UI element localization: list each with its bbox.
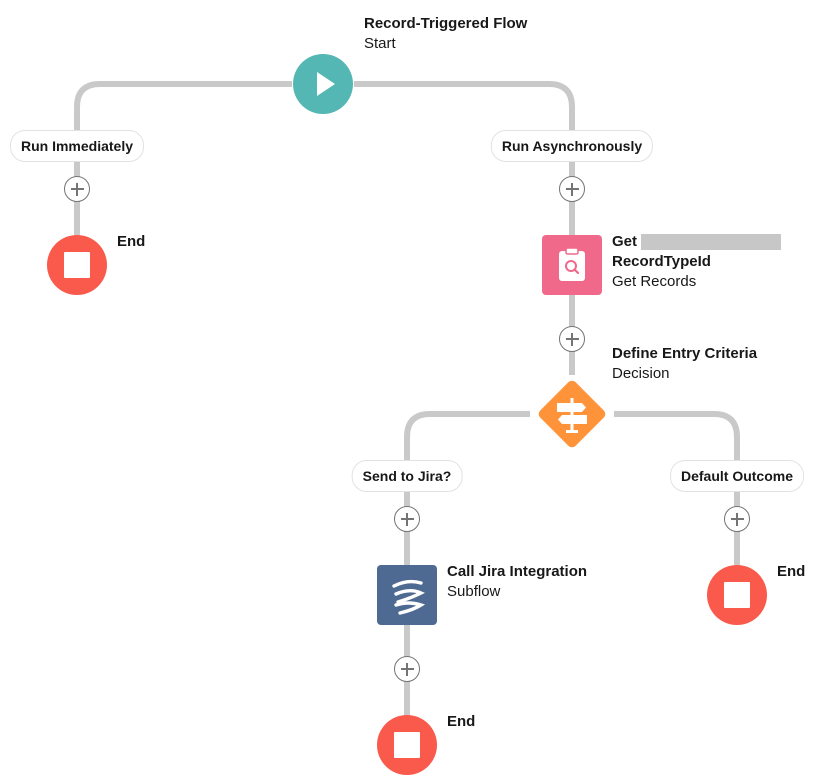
add-element-button[interactable]: [394, 506, 420, 532]
clipboard-search-icon: [559, 247, 585, 281]
get-records-title-prefix: Get: [612, 233, 638, 250]
end-label-bottom: End: [447, 712, 475, 732]
stop-icon: [64, 252, 90, 278]
get-records-label: Get RecordTypeId Get Records: [612, 232, 782, 292]
path-label-run-immediately[interactable]: Run Immediately: [9, 130, 145, 162]
stop-icon: [394, 732, 420, 758]
end-node-left[interactable]: [47, 235, 107, 295]
end-title: End: [777, 563, 806, 580]
get-records-title-line2: RecordTypeId: [612, 253, 711, 270]
outcome-label-default[interactable]: Default Outcome: [669, 460, 805, 492]
decision-subtitle: Decision: [612, 365, 670, 382]
redacted-text: [641, 234, 782, 251]
stop-icon: [724, 582, 750, 608]
add-element-button[interactable]: [559, 326, 585, 352]
subflow-node[interactable]: [377, 565, 437, 625]
get-records-node[interactable]: [542, 235, 602, 295]
signpost-icon: [538, 380, 606, 448]
connector-decision-left: [404, 411, 530, 460]
end-title: End: [117, 233, 146, 250]
end-node-bottom[interactable]: [377, 715, 437, 775]
end-title: End: [447, 713, 476, 730]
get-records-title: Get: [612, 232, 782, 252]
decision-node[interactable]: [530, 372, 614, 456]
add-element-button[interactable]: [394, 656, 420, 682]
play-icon: [317, 72, 335, 96]
end-node-right[interactable]: [707, 565, 767, 625]
subflow-label: Call Jira Integration Subflow: [447, 562, 587, 602]
start-label: Record-Triggered Flow Start: [364, 14, 527, 54]
outcome-label-send-to-jira[interactable]: Send to Jira?: [351, 460, 463, 492]
subflow-waves-icon: [392, 579, 426, 615]
get-records-subtitle: Get Records: [612, 273, 697, 290]
subflow-subtitle: Subflow: [447, 583, 501, 600]
connector-start-left: [74, 81, 292, 130]
add-element-button[interactable]: [64, 176, 90, 202]
end-label-left: End: [117, 232, 145, 252]
decision-title: Define Entry Criteria: [612, 345, 758, 362]
start-node[interactable]: [293, 54, 353, 114]
connector-decision-right: [614, 411, 740, 460]
subflow-title: Call Jira Integration: [447, 563, 588, 580]
path-label-run-asynchronously[interactable]: Run Asynchronously: [490, 130, 654, 162]
connector-start-right: [354, 81, 575, 130]
decision-label: Define Entry Criteria Decision: [612, 344, 757, 384]
add-element-button[interactable]: [559, 176, 585, 202]
start-title: Record-Triggered Flow: [364, 15, 528, 32]
start-subtitle: Start: [364, 35, 396, 52]
add-element-button[interactable]: [724, 506, 750, 532]
end-label-right: End: [777, 562, 805, 582]
